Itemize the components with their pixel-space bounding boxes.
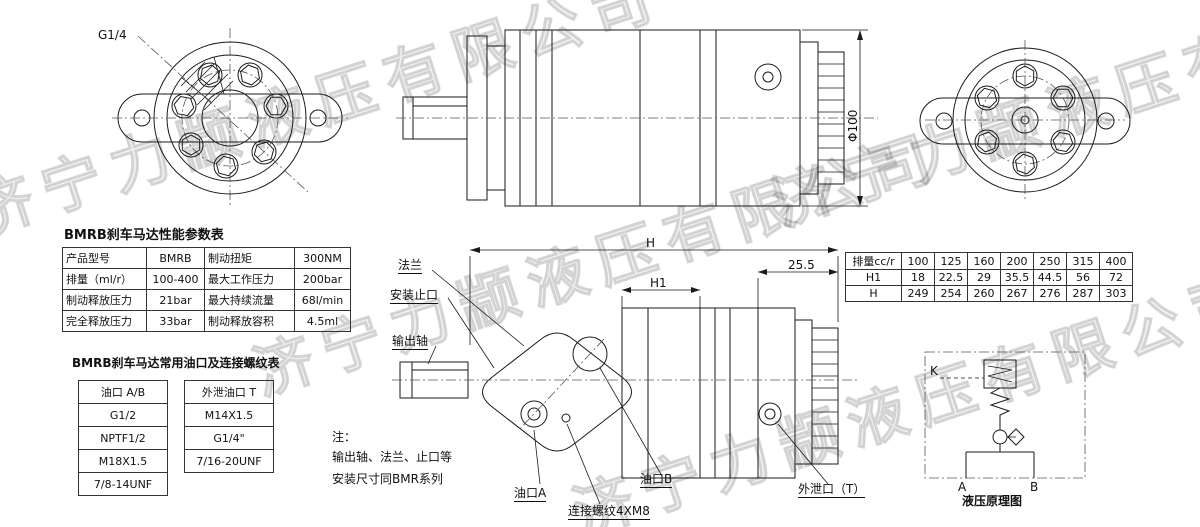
dimension-arrows	[857, 30, 863, 206]
table-row: NPTF1/2	[78, 426, 168, 450]
table-row: 制动释放压力 21bar 最大持续流量 68l/min	[62, 289, 351, 311]
performance-table: 产品型号 BMRB 制动扭矩 300NM 排量（ml/r） 100-400 最大…	[62, 247, 351, 332]
table-row: 7/8-14UNF	[78, 472, 168, 496]
thread-4xm8-label: 连接螺纹4XM8	[568, 504, 650, 521]
table-cell: 7/8-14UNF	[78, 472, 168, 496]
table-cell: 制动扭矩	[204, 247, 295, 269]
table-row: 7/16-20UNF	[184, 449, 274, 473]
table-cell: 35.5	[1000, 269, 1034, 286]
table-cell: 29	[967, 269, 1001, 286]
dim-h1-label: H1	[650, 276, 667, 290]
note-line-2: 输出轴、法兰、止口等	[332, 450, 453, 464]
table-cell: 254	[934, 285, 968, 302]
ports-table-right: 外泄油口 T M14X1.5 G1/4" 7/16-20UNF	[184, 380, 274, 473]
ports-table-title: BMRB刹车马达常用油口及连接螺纹表	[72, 356, 280, 370]
table-cell: BMRB	[146, 247, 205, 269]
table-cell: 100-400	[146, 268, 205, 290]
note-line-3: 安装尺寸同BMR系列	[332, 472, 443, 486]
flange-label: 法兰	[398, 258, 423, 275]
table-cell: 18	[901, 269, 935, 286]
main-dimension-view	[392, 247, 858, 505]
table-row: H1 18 22.5 29 35.5 44.5 56 72	[845, 269, 1133, 286]
schematic-a-label: A	[958, 480, 967, 494]
schematic-title: 液压原理图	[962, 494, 1023, 508]
schematic-b-label: B	[1030, 480, 1039, 494]
table-cell: G1/2	[78, 403, 168, 427]
table-cell: 44.5	[1033, 269, 1067, 286]
output-shaft-label: 输出轴	[392, 334, 429, 351]
table-cell: 制动释放压力	[62, 289, 147, 311]
table-cell: 249	[901, 285, 935, 302]
table-cell: 300NM	[294, 247, 351, 269]
hydraulic-schematic	[924, 351, 1086, 479]
table-cell: 72	[1099, 269, 1133, 286]
table-cell: H1	[845, 269, 902, 286]
table-cell: 250	[1033, 252, 1067, 270]
diameter-100-label: Φ100	[846, 109, 860, 142]
bolt-icons	[171, 61, 289, 179]
table-cell: 制动释放容积	[204, 310, 295, 332]
table-cell: 产品型号	[62, 247, 147, 269]
table-row: 产品型号 BMRB 制动扭矩 300NM	[62, 247, 351, 269]
table-cell: 200	[1000, 252, 1034, 270]
drain-port-label: 外泄口（T）	[798, 482, 866, 499]
table-cell: 最大持续流量	[204, 289, 295, 311]
table-cell: 21bar	[146, 289, 205, 311]
table-cell: 400	[1099, 252, 1133, 270]
table-cell: 68l/min	[294, 289, 351, 311]
table-row: G1/2	[78, 403, 168, 427]
table-row: G1/4"	[184, 426, 274, 450]
rear-flange-view	[919, 40, 1131, 200]
table-cell: 303	[1099, 285, 1133, 302]
table-cell: H	[845, 285, 902, 302]
port-b-label: 油口B	[640, 472, 673, 489]
table-cell: 外泄油口 T	[184, 380, 274, 404]
table-row: 外泄油口 T	[184, 380, 274, 404]
dim-25-5-label: 25.5	[788, 258, 815, 272]
table-cell: NPTF1/2	[78, 426, 168, 450]
table-cell: 100	[901, 252, 935, 270]
table-cell: 287	[1066, 285, 1100, 302]
table-cell: 7/16-20UNF	[184, 449, 274, 473]
note-line-1: 注：	[332, 430, 357, 444]
table-cell: 200bar	[294, 268, 351, 290]
performance-table-title: BMRB刹车马达性能参数表	[64, 228, 224, 243]
table-cell: 125	[934, 252, 968, 270]
table-cell: G1/4"	[184, 426, 274, 450]
table-cell: 315	[1066, 252, 1100, 270]
front-flange-view	[112, 28, 348, 208]
mounting-spigot-label: 安装止口	[390, 288, 439, 305]
table-cell: 160	[967, 252, 1001, 270]
motor-side-view	[396, 29, 878, 207]
schematic-k-label: K	[930, 364, 938, 378]
table-cell: M14X1.5	[184, 403, 274, 427]
table-cell: 276	[1033, 285, 1067, 302]
table-row: M14X1.5	[184, 403, 274, 427]
table-cell: 4.5ml	[294, 310, 351, 332]
table-row: H 249 254 260 267 276 287 303	[845, 285, 1133, 302]
table-cell: 排量cc/r	[845, 252, 902, 270]
port-a-label: 油口A	[514, 486, 547, 503]
dim-h-label: H	[646, 236, 656, 250]
table-row: M18X1.5	[78, 449, 168, 473]
table-cell: 22.5	[934, 269, 968, 286]
table-cell: M18X1.5	[78, 449, 168, 473]
table-cell: 267	[1000, 285, 1034, 302]
table-row: 油口 A/B	[78, 380, 168, 404]
g14-port-label: G1/4	[98, 28, 127, 42]
table-cell: 最大工作压力	[204, 268, 295, 290]
ports-table-left: 油口 A/B G1/2 NPTF1/2 M18X1.5 7/8-14UNF	[78, 380, 168, 496]
table-cell: 完全释放压力	[62, 310, 147, 332]
displacement-table: 排量cc/r 100 125 160 200 250 315 400 H1 18…	[845, 252, 1133, 302]
table-row: 排量（ml/r） 100-400 最大工作压力 200bar	[62, 268, 351, 290]
table-cell: 260	[967, 285, 1001, 302]
table-cell: 油口 A/B	[78, 380, 168, 404]
table-cell: 排量（ml/r）	[62, 268, 147, 290]
table-row: 完全释放压力 33bar 制动释放容积 4.5ml	[62, 310, 351, 332]
dimension-arrows	[470, 247, 838, 293]
table-cell: 33bar	[146, 310, 205, 332]
table-cell: 56	[1066, 269, 1100, 286]
table-row: 排量cc/r 100 125 160 200 250 315 400	[845, 252, 1133, 270]
